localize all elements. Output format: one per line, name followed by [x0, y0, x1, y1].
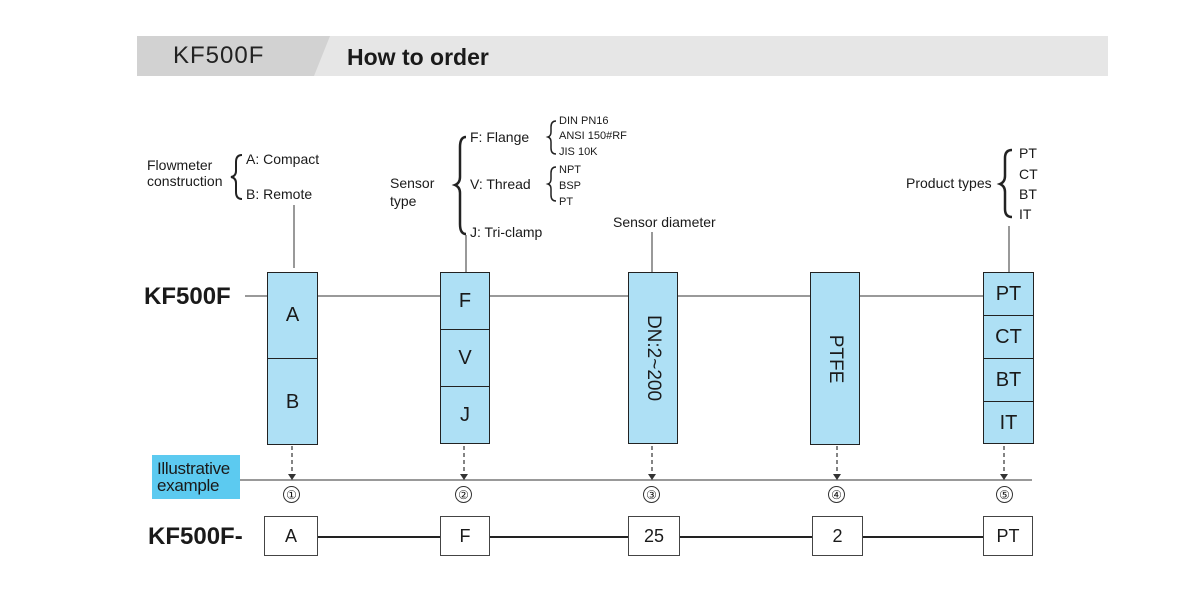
construction-cell-a: A [268, 273, 317, 359]
step-number-4: ④ [828, 486, 845, 503]
sensor-type-cell-j: J [460, 404, 470, 426]
sensor-type-option-thread: V: Thread [470, 176, 531, 192]
liner-text: PTFE [825, 334, 846, 383]
product-type-cell-ct: CT [984, 316, 1033, 359]
construction-label-line1: Flowmeter [147, 157, 213, 173]
page-title: How to order [347, 44, 489, 70]
example-value-construction: A [264, 516, 318, 556]
liner-box: PTFE [810, 272, 860, 445]
step-number-5: ⑤ [996, 486, 1013, 503]
sensor-type-option-flange: F: Flange [470, 129, 530, 145]
main-model-label: KF500F [144, 283, 231, 310]
flange-sub-ansi: ANSI 150#RF [559, 130, 627, 142]
product-type-option-ct: CT [1019, 166, 1038, 182]
sensor-type-cell-f: F [441, 273, 489, 330]
sensor-type-cell-v: V [441, 330, 489, 387]
thread-sub-pt: PT [559, 196, 574, 208]
flange-sub-jis: JIS 10K [559, 146, 598, 158]
step-number-3: ③ [643, 486, 660, 503]
construction-label-line2: construction [147, 173, 223, 189]
product-type-option-bt: BT [1019, 186, 1037, 202]
construction-option-b: B: Remote [246, 186, 313, 202]
example-value-sensor-type: F [440, 516, 490, 556]
product-type-option-pt: PT [1019, 145, 1037, 161]
sensor-type-label-line1: Sensor [390, 175, 435, 191]
sensor-type-option-triclamp: J: Tri-clamp [470, 224, 543, 240]
sensor-type-box: F V J [440, 272, 490, 444]
construction-box: A B [267, 272, 318, 445]
product-types-box: PT CT BT IT [983, 272, 1034, 444]
illustrative-example-badge [152, 455, 240, 499]
product-type-cell-it: IT [999, 412, 1018, 434]
example-model-label: KF500F- [148, 523, 243, 550]
example-value-diameter: 25 [628, 516, 680, 556]
step-number-1: ① [283, 486, 300, 503]
step-number-2: ② [455, 486, 472, 503]
product-types-label: Product types [906, 175, 992, 191]
product-type-cell-pt: PT [984, 273, 1033, 316]
product-type-option-it: IT [1019, 206, 1032, 222]
example-value-product-type: PT [983, 516, 1033, 556]
thread-sub-bsp: BSP [559, 180, 582, 192]
illustrative-label-line1: Illustrative [157, 459, 230, 478]
diameter-range-text: DN:2~200 [643, 314, 664, 402]
product-type-cell-bt: BT [984, 359, 1033, 402]
illustrative-label-line2: example [157, 476, 220, 495]
thread-sub-npt: NPT [559, 164, 581, 176]
construction-option-a: A: Compact [246, 151, 320, 167]
diameter-box: DN:2~200 [628, 272, 678, 444]
flange-sub-din: DIN PN16 [559, 115, 609, 127]
example-value-liner: 2 [812, 516, 863, 556]
construction-cell-b: B [285, 390, 300, 413]
header-model-tab [137, 36, 330, 76]
diameter-label: Sensor diameter [613, 214, 716, 230]
header-model: KF500F [173, 42, 265, 69]
sensor-type-label-line2: type [390, 193, 417, 209]
